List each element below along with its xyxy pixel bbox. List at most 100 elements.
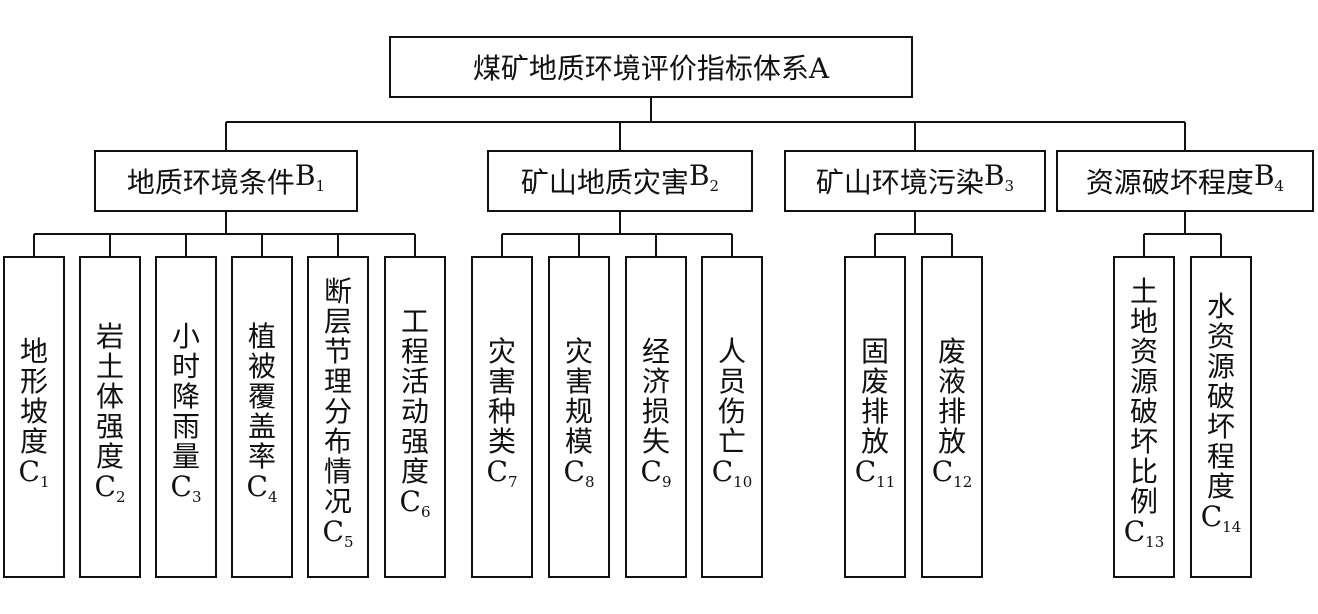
indicator-char: 资 (1129, 335, 1158, 368)
code-letter: C (399, 485, 421, 518)
indicator-name: 岩土体强度 (96, 322, 124, 472)
code-index: 4 (267, 488, 278, 506)
indicator-char: 形 (19, 365, 48, 398)
code-index: 3 (191, 488, 202, 506)
indicator-code: C4 (247, 472, 278, 512)
indicator-char: 土 (1129, 275, 1158, 308)
indicator-char: 量 (171, 440, 200, 473)
indicator-char: 破 (1129, 395, 1158, 428)
code-letter: B (688, 159, 710, 192)
indicator-char: 害 (564, 365, 593, 398)
indicator-char: 程 (1206, 440, 1235, 473)
indicator-code: C1 (19, 457, 50, 497)
indicator-char: 率 (247, 440, 276, 473)
code-letter: B (294, 159, 316, 192)
indicator-char: 人 (717, 335, 746, 368)
category-code: B1 (295, 161, 325, 201)
indicator-char: 资 (1206, 320, 1235, 353)
code-index: 13 (1145, 533, 1165, 551)
category-code: B4 (1254, 161, 1284, 201)
indicator-char: 伤 (717, 395, 746, 428)
indicator-char: 分 (323, 395, 352, 428)
code-letter: C (1200, 500, 1223, 533)
indicator-char: 强 (400, 425, 429, 458)
indicator-code: C5 (323, 517, 354, 557)
indicator-char: 盖 (247, 410, 276, 443)
code-index: 2 (709, 177, 720, 195)
indicator-char: 节 (323, 335, 352, 368)
indicator-char: 断 (323, 275, 352, 308)
indicator-char: 固 (860, 335, 889, 368)
indicator-char: 类 (487, 425, 516, 458)
category-name: 矿山环境污染 (815, 166, 984, 199)
category-name: 地质环境条件 (126, 166, 295, 199)
indicator-name: 人员伤亡 (718, 337, 746, 457)
code-index: 12 (953, 473, 973, 491)
indicator-char: 灾 (487, 335, 516, 368)
code-index: 2 (115, 488, 126, 506)
indicator-name: 断层节理分布情况 (324, 277, 352, 517)
code-index: 7 (507, 473, 518, 491)
indicator-char: 覆 (247, 380, 276, 413)
code-letter: C (94, 470, 116, 503)
indicator-code: C2 (95, 472, 126, 512)
indicator-char: 雨 (171, 410, 200, 443)
indicator-char: 放 (937, 425, 966, 458)
indicator-name: 地形坡度 (20, 337, 48, 457)
code-index: 3 (1004, 177, 1015, 195)
category-code: B2 (689, 161, 719, 201)
indicator-char: 层 (323, 305, 352, 338)
indicator-code: C6 (400, 487, 431, 527)
code-letter: B (1253, 159, 1275, 192)
code-letter: C (854, 455, 877, 488)
indicator-char: 源 (1206, 350, 1235, 383)
indicator-char: 经 (641, 335, 670, 368)
indicator-char: 体 (95, 380, 124, 413)
indicator-name: 废液排放 (938, 337, 966, 457)
indicator-char: 小 (171, 320, 200, 353)
indicator-char: 源 (1129, 365, 1158, 398)
indicator-char: 坡 (19, 395, 48, 428)
code-letter: C (711, 455, 734, 488)
indicator-code: C12 (932, 457, 973, 497)
code-letter: C (563, 455, 585, 488)
indicator-char: 被 (247, 350, 276, 383)
code-index: 1 (315, 177, 326, 195)
code-index: 4 (1274, 177, 1285, 195)
indicator-char: 情 (323, 455, 352, 488)
indicator-name: 固废排放 (861, 337, 889, 457)
indicator-char: 损 (641, 395, 670, 428)
indicator-name: 灾害种类 (488, 337, 516, 457)
indicator-code: C11 (855, 457, 896, 497)
code-index: 8 (584, 473, 595, 491)
indicator-char: 土 (95, 350, 124, 383)
indicator-char: 地 (1129, 305, 1158, 338)
indicator-char: 失 (641, 425, 670, 458)
code-letter: B (983, 159, 1005, 192)
root-node: 煤矿地质环境评价指标体系A (389, 36, 913, 98)
indicator-name: 灾害规模 (565, 337, 593, 457)
indicator-code: C14 (1201, 502, 1242, 542)
indicator-code: C13 (1124, 517, 1165, 557)
indicator-char: 亡 (717, 425, 746, 458)
indicator-char: 液 (937, 365, 966, 398)
code-letter: C (640, 455, 662, 488)
indicator-char: 比 (1129, 455, 1158, 488)
indicator-char: 模 (564, 425, 593, 458)
indicator-char: 降 (171, 380, 200, 413)
indicator-char: 排 (937, 395, 966, 428)
code-letter: C (322, 515, 344, 548)
